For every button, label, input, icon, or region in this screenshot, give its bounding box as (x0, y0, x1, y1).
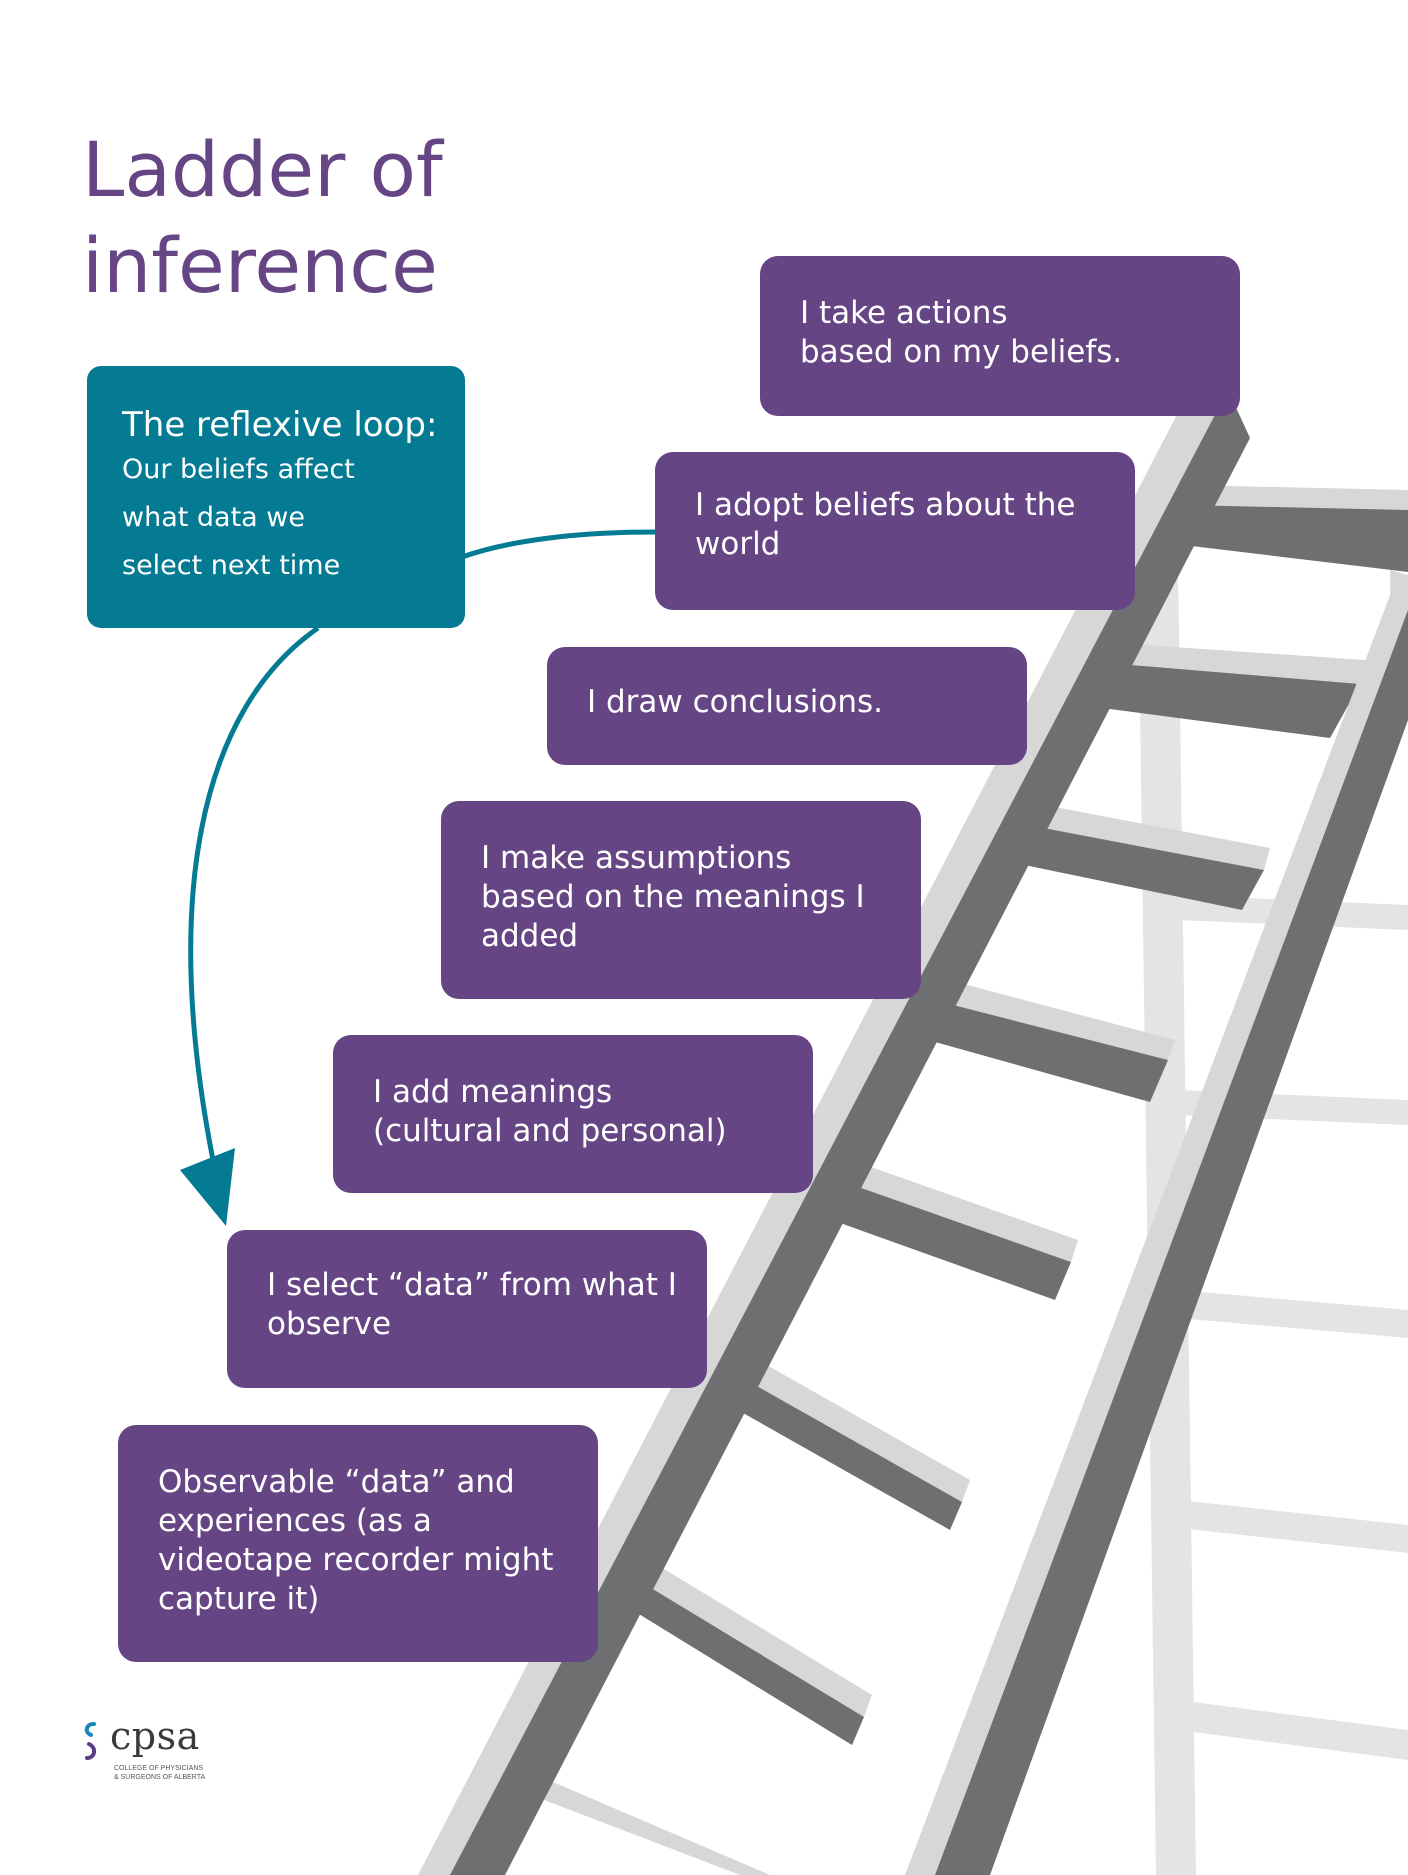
rung-observable-data: Observable “data” and experiences (as a … (118, 1425, 598, 1662)
page-title: Ladder of inference (82, 122, 542, 314)
rung-line: (cultural and personal) (373, 1113, 727, 1149)
cpsa-mark-icon (84, 1722, 96, 1760)
rung-adopt-beliefs: I adopt beliefs about the world (655, 452, 1135, 610)
rung-line: I select “data” from what I (267, 1267, 677, 1303)
logo-subtitle-line: & SURGEONS OF ALBERTA (114, 1774, 206, 1781)
reflexive-loop-heading: The reflexive loop: (122, 405, 438, 445)
rung-line: observe (267, 1306, 392, 1342)
rung-take-actions: I take actions based on my beliefs. (760, 256, 1240, 416)
logo-subtitle-line: COLLEGE OF PHYSICIANS (114, 1765, 204, 1772)
ladder-right-rail (905, 570, 1408, 1875)
rung-make-assumptions: I make assumptions based on the meanings… (441, 801, 921, 999)
rung-line: based on my beliefs. (800, 334, 1123, 370)
reflexive-loop-line: what data we (122, 502, 306, 533)
reflexive-loop-arrow (180, 529, 656, 1226)
rung-line: capture it) (158, 1581, 320, 1617)
logo-name: cpsa (110, 1714, 200, 1758)
rung-line: experiences (as a (158, 1503, 432, 1539)
rung-line: I make assumptions (481, 840, 792, 876)
reflexive-loop-line: Our beliefs affect (122, 454, 355, 485)
reflexive-loop-box: The reflexive loop: Our beliefs affect w… (87, 366, 465, 628)
rung-line: Observable “data” and (158, 1464, 515, 1500)
logo-subtitle: COLLEGE OF PHYSICIANS & SURGEONS OF ALBE… (114, 1764, 234, 1782)
rung-line: world (695, 526, 781, 562)
rung-line: I draw conclusions. (587, 684, 883, 720)
rung-line: added (481, 918, 579, 954)
rung-line: I adopt beliefs about the (695, 487, 1076, 523)
title-line-1: Ladder of (82, 125, 443, 214)
rung-line: based on the meanings I (481, 879, 865, 915)
rung-add-meanings: I add meanings (cultural and personal) (333, 1035, 813, 1193)
rung-draw-conclusions: I draw conclusions. (547, 647, 1027, 765)
reflexive-loop-line: select next time (122, 550, 341, 581)
arrowhead-icon (180, 1148, 235, 1226)
rung-line: videotape recorder might (158, 1542, 554, 1578)
rung-line: I take actions (800, 295, 1008, 331)
title-line-2: inference (82, 221, 438, 310)
rung-select-data: I select “data” from what I observe (227, 1230, 707, 1388)
ladder-rungs (518, 485, 1408, 1875)
rung-line: I add meanings (373, 1074, 613, 1110)
